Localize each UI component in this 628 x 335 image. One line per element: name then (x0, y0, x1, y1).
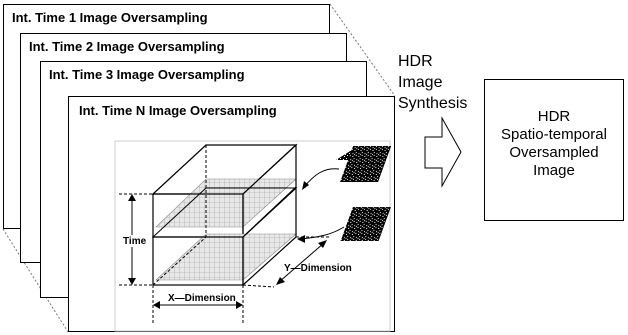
noise-sample-lower (340, 207, 391, 241)
guide-bottom-left (2, 228, 69, 333)
result-line: Image (533, 162, 575, 179)
panel-title: Int. Time 3 Image Oversampling (49, 67, 245, 82)
result-line: HDR (537, 108, 571, 125)
synthesis-line: HDR (398, 53, 433, 70)
x-dimension-arrow (152, 285, 244, 325)
time-dimension-arrow (119, 193, 153, 286)
synthesis-line: Image (398, 74, 443, 91)
connector-upper-head (302, 181, 309, 190)
oversampling-cube-illustration (114, 140, 392, 332)
result-line: Oversampled (509, 144, 599, 161)
illustration-frame (114, 140, 391, 332)
panel-title: Int. Time 1 Image Oversampling (12, 10, 208, 25)
hdr-result-box: HDR Spatio-temporal Oversampled Image (484, 79, 624, 221)
connector-upper (303, 168, 340, 188)
y-dimension-label: Y—Dimension (284, 263, 352, 274)
synthesis-line: Synthesis (398, 95, 468, 112)
guide-top-right (329, 3, 396, 97)
cube-lower-layer (151, 145, 298, 287)
hdr-result-text: HDR Spatio-temporal Oversampled Image (485, 108, 623, 180)
hdr-synthesis-label: HDR Image Synthesis (398, 51, 467, 114)
panel-int-time-n: Int. Time N Image Oversampling (68, 96, 395, 332)
connector-lower-head (297, 235, 305, 243)
cube-upper-layer (151, 143, 298, 239)
panel-title: Int. Time N Image Oversampling (79, 103, 277, 118)
noise-sample-upper (340, 146, 392, 182)
x-dimension-label: X—Dimension (168, 293, 236, 304)
panel-title: Int. Time 2 Image Oversampling (29, 39, 225, 54)
time-label: Time (123, 236, 147, 247)
connector-lower (300, 226, 345, 240)
result-line: Spatio-temporal (501, 126, 607, 143)
